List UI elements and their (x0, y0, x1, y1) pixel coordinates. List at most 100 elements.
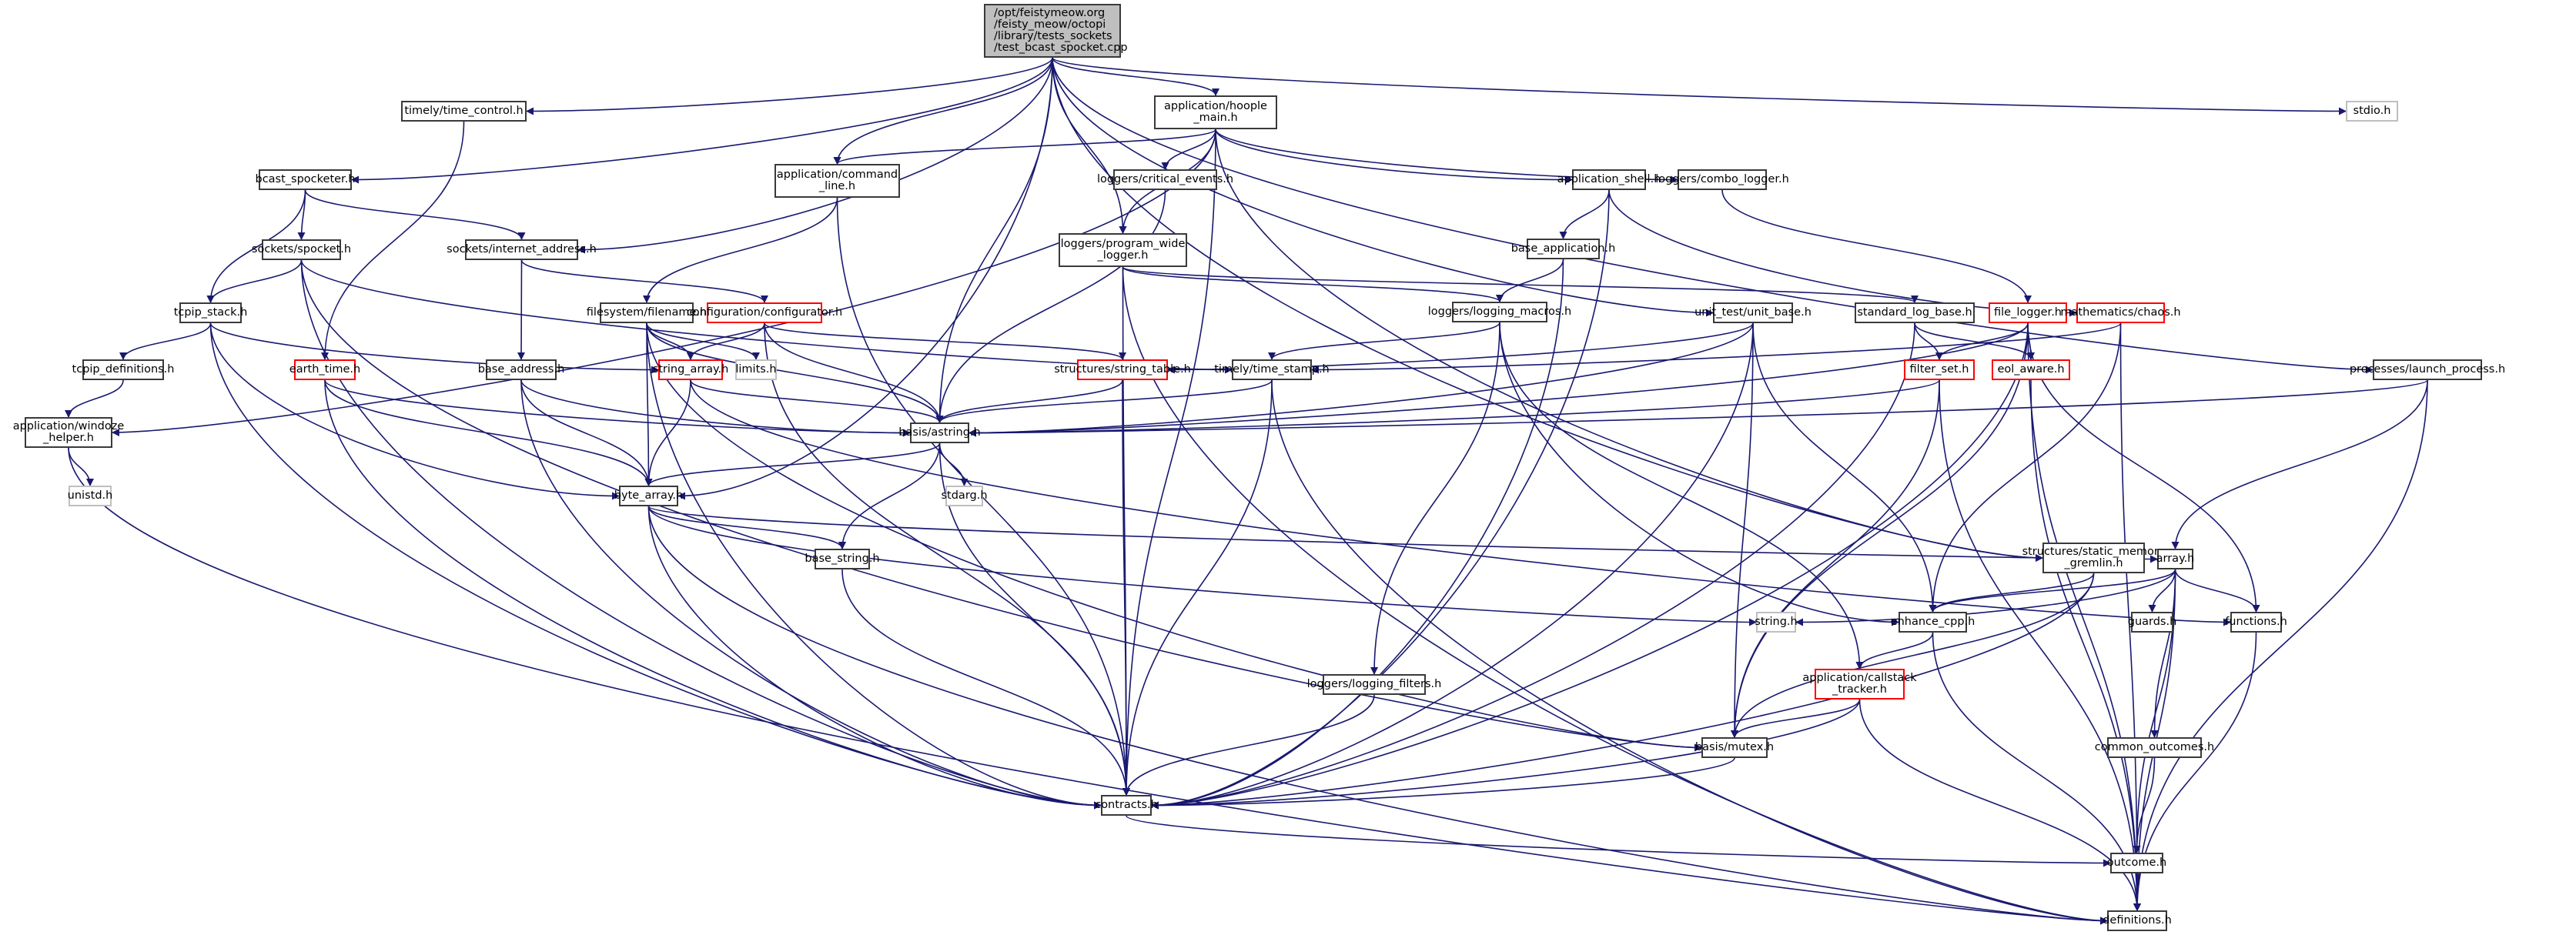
graph-node-windoze-helper[interactable]: application/windoze _helper.h (13, 417, 124, 448)
edge-windoze-helper-to-definitions (68, 447, 2108, 925)
graph-node-common-outcomes[interactable]: common_outcomes.h (2095, 737, 2214, 758)
graph-node-file-logger[interactable]: file_logger.h (1989, 302, 2067, 323)
graph-node-filename[interactable]: filesystem/filename.h (587, 302, 707, 323)
edge-filter-set-to-definitions (1939, 379, 2141, 911)
graph-node-array[interactable]: array.h (2156, 549, 2194, 569)
edge-spocket-to-tcpip-stack (206, 259, 303, 303)
edge-time-stamp-to-astring (935, 379, 1273, 423)
edge-root-to-stdio (1052, 57, 2347, 115)
edge-static-memory-gremlin-to-mutex (1731, 573, 2095, 738)
graph-node-earth-time[interactable]: earth_time.h (289, 359, 360, 380)
graph-node-astring[interactable]: basis/astring.h (898, 422, 981, 443)
graph-node-stdio[interactable]: stdio.h (2346, 101, 2398, 122)
graph-node-program-wide-logger[interactable]: loggers/program_wide _logger.h (1059, 233, 1187, 267)
edge-byte-array-to-contracts (647, 506, 1102, 810)
graph-node-contracts[interactable]: contracts.h (1095, 795, 1158, 816)
graph-node-base-address[interactable]: base_address.h (478, 359, 564, 380)
graph-node-base-string[interactable]: base_string.h (805, 549, 880, 569)
edge-application-shell-to-base-application (1559, 189, 1610, 239)
edge-chaos-to-time-stamp (1311, 322, 2122, 374)
graph-node-mutex[interactable]: basis/mutex.h (1695, 737, 1774, 758)
edge-tcpip-definitions-to-windoze-helper (65, 379, 124, 418)
graph-node-logging-macros[interactable]: loggers/logging_macros.h (1428, 302, 1571, 322)
edge-tcpip-stack-to-string-array (209, 322, 659, 374)
graph-node-tcpip-definitions[interactable]: tcpip_definitions.h (72, 359, 174, 380)
edge-hoople-main-to-critical-events (1161, 129, 1216, 170)
edge-root-to-unit-base (1052, 57, 1714, 317)
edge-hoople-main-to-application-shell (1215, 129, 1573, 184)
graph-node-critical-events[interactable]: loggers/critical_events.h (1097, 169, 1233, 190)
graph-node-time-stamp[interactable]: timely/time_stamp.h (1214, 359, 1330, 380)
graph-node-byte-array[interactable]: byte_array.h (614, 486, 683, 506)
edge-root-to-time-control (526, 57, 1053, 115)
edge-command-line-to-filename (643, 197, 838, 303)
edge-unit-base-to-mutex (1731, 322, 1754, 738)
graph-node-eol-aware[interactable]: eol_aware.h (1992, 359, 2070, 380)
edge-logging-filters-to-contracts (1122, 694, 1375, 796)
graph-node-unistd[interactable]: unistd.h (68, 486, 112, 506)
graph-node-static-memory-gremlin[interactable]: structures/static_memory _gremlin.h (2022, 543, 2165, 573)
edge-file-logger-to-astring (969, 322, 2029, 437)
edge-eol-aware-to-definitions (2030, 379, 2141, 911)
graph-node-outcome[interactable]: outcome.h (2107, 853, 2166, 873)
edge-tcpip-stack-to-tcpip-definitions (119, 322, 212, 360)
edge-string-array-to-functions (690, 379, 2231, 626)
edge-spocket-to-mutex (300, 259, 1702, 752)
edge-launch-process-to-array (2171, 379, 2428, 549)
edge-logging-macros-to-logging-filters (1370, 322, 1500, 675)
graph-node-functions[interactable]: functions.h (2225, 612, 2287, 633)
graph-node-spocket[interactable]: sockets/spocket.h (252, 239, 351, 260)
graph-node-configurator[interactable]: configuration/configurator.h (687, 302, 842, 323)
edge-root-to-launch-process (1052, 57, 2374, 374)
graph-node-logging-filters[interactable]: loggers/logging_filters.h (1307, 674, 1441, 695)
graph-node-unit-base[interactable]: unit_test/unit_base.h (1694, 302, 1812, 323)
edge-bcast-spocketer-to-internet-address (304, 189, 526, 240)
edge-filter-set-to-mutex (1731, 379, 1940, 738)
edge-chaos-to-enhance-cpp (1929, 322, 2122, 613)
edge-astring-to-contracts (938, 442, 1130, 796)
edge-unit-base-to-enhance-cpp (1752, 322, 1937, 613)
edge-base-address-to-contracts (520, 379, 1102, 810)
edge-application-shell-to-contracts (1151, 189, 1610, 810)
edge-hoople-main-to-contracts (1122, 129, 1216, 796)
graph-node-standard-log-base[interactable]: standard_log_base.h (1855, 302, 1975, 323)
edge-byte-array-to-string-h (647, 506, 1757, 626)
graph-node-filter-set[interactable]: filter_set.h (1904, 359, 1975, 380)
edge-filename-to-astring (646, 322, 944, 423)
edge-base-application-to-logging-macros (1496, 259, 1564, 302)
graph-node-internet-address[interactable]: sockets/internet_address.h (447, 239, 597, 260)
graph-node-tcpip-stack[interactable]: tcpip_stack.h (174, 302, 247, 323)
edge-base-address-to-byte-array (520, 379, 653, 486)
edge-launch-process-to-astring (969, 379, 2428, 437)
edge-file-logger-to-contracts (1151, 322, 2029, 810)
graph-node-combo-logger[interactable]: loggers/combo_logger.h (1655, 169, 1789, 190)
edge-common-outcomes-to-outcome (2133, 757, 2156, 853)
edge-time-stamp-to-contracts (1122, 379, 1273, 796)
graph-node-callstack-tracker[interactable]: application/callstack _tracker.h (1802, 669, 1917, 700)
graph-node-guards[interactable]: guards.h (2128, 612, 2176, 633)
graph-node-definitions[interactable]: definitions.h (2103, 910, 2172, 931)
graph-node-hoople-main[interactable]: application/hoople _main.h (1154, 95, 1277, 129)
graph-node-time-control[interactable]: timely/time_control.h (401, 101, 527, 122)
edge-filename-to-byte-array (644, 322, 653, 486)
graph-node-stdarg[interactable]: stdarg.h (941, 486, 988, 506)
graph-node-string-h[interactable]: string.h (1755, 612, 1798, 633)
graph-node-string-table[interactable]: structures/string_table.h (1054, 359, 1191, 380)
graph-node-limits[interactable]: limits.h (735, 359, 777, 380)
graph-node-string-array[interactable]: string_array.h (653, 359, 728, 380)
graph-node-bcast-spocketer[interactable]: bcast_spocketer.h (256, 169, 356, 190)
edge-array-to-string-h (1795, 569, 2176, 626)
edge-configurator-to-string-table (764, 322, 1126, 360)
graph-node-launch-process[interactable]: processes/launch_process.h (2350, 359, 2505, 380)
graph-node-base-application[interactable]: base_application.h (1511, 239, 1615, 259)
graph-node-command-line[interactable]: application/command _line.h (774, 164, 900, 198)
edge-array-to-enhance-cpp (1929, 569, 2176, 613)
edge-program-wide-logger-to-logging-macros (1122, 266, 1504, 302)
edge-base-address-to-astring (520, 379, 911, 437)
graph-node-application-shell[interactable]: application_shell.h (1557, 169, 1661, 190)
graph-node-root[interactable]: /opt/feistymeow.org /feisty_meow/octopi … (984, 4, 1128, 58)
graph-node-chaos[interactable]: mathematics/chaos.h (2060, 302, 2181, 323)
edge-hoople-main-to-command-line (833, 129, 1216, 165)
graph-node-enhance-cpp[interactable]: enhance_cpp.h (1891, 612, 1975, 633)
